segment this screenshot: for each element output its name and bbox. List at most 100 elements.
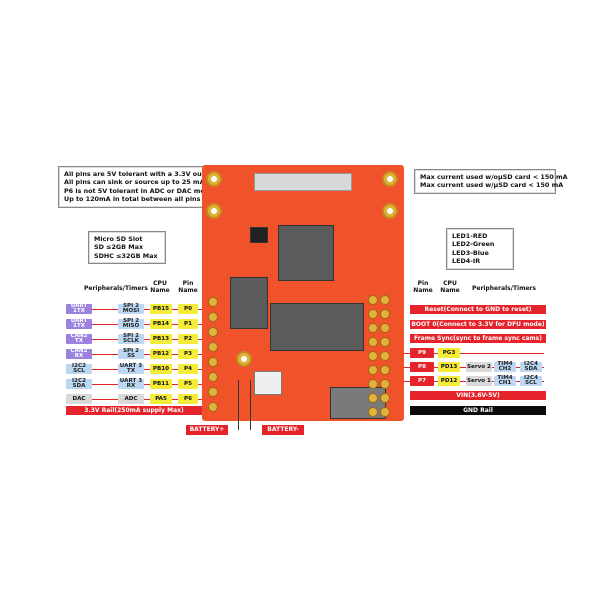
connector-line <box>92 324 202 325</box>
header-cpu-left: CPU Name <box>150 280 170 294</box>
header-pin <box>380 309 390 319</box>
header-pin <box>208 387 218 397</box>
rail-gnd: GND Rail <box>410 406 546 415</box>
note-line: Up to 120mA in total between all pins <box>64 195 201 204</box>
pin-name-tag: P8 <box>410 362 434 372</box>
mount-hole <box>206 203 222 219</box>
header-pin-right: Pin Name <box>413 280 433 294</box>
pin-name-tag: P0 <box>178 304 198 314</box>
header-pin <box>380 379 390 389</box>
rail-reset: Reset(Connect to GND to reset) <box>410 305 546 314</box>
peripheral-tag: SPI 2 MISO <box>118 318 144 329</box>
header-pin <box>208 297 218 307</box>
note-line: All pins can sink or source up to 25 mA <box>64 178 205 187</box>
note-line: Max current used w/μSD card < 150 mA <box>420 181 564 190</box>
pin-specs-note: All pins are 5V tolerant with a 3.3V out… <box>58 166 217 208</box>
header-pin <box>380 337 390 347</box>
header-pin <box>368 407 378 417</box>
connector-line <box>92 309 202 310</box>
note-line: Max current used w/oμSD card < 150 mA <box>420 173 568 181</box>
peripheral-tag: CAN2 RX <box>66 348 92 359</box>
header-pin <box>208 342 218 352</box>
header-peripherals-left: Peripherals/Timers <box>84 285 148 292</box>
peripheral-tag: CAN2 TX <box>66 333 92 344</box>
header-pin <box>368 351 378 361</box>
pin-name-tag: P4 <box>178 364 198 374</box>
header-pin <box>368 365 378 375</box>
header-cpu-right: CPU Name <box>440 280 460 294</box>
header-pin <box>368 295 378 305</box>
pin-name-tag: P3 <box>178 349 198 359</box>
cpu-name-tag: PG3 <box>438 348 460 358</box>
header-peripherals-right: Peripherals/Timers <box>472 285 536 292</box>
connector-line <box>92 399 202 400</box>
battery-plus-lead <box>238 380 239 430</box>
peripheral-tag: ADC <box>118 394 144 404</box>
header-pin <box>368 309 378 319</box>
peripheral-tag: UART 3 TX <box>118 363 144 374</box>
cpu-name-tag: PB14 <box>150 319 172 329</box>
header-pin <box>380 393 390 403</box>
pin-name-tag: P9 <box>410 348 434 358</box>
mount-hole <box>206 171 222 187</box>
connector-line <box>404 353 544 354</box>
peripheral-tag: TIM4 CH1 <box>494 375 516 386</box>
rail-boot0: BOOT 0(Connect to 3.3V for DFU mode) <box>410 320 546 329</box>
peripheral-tag: SPI 2 SCLK <box>118 333 144 344</box>
peripheral-tag: UART 1TX <box>66 303 92 314</box>
cpu-name-tag: PA5 <box>150 394 172 404</box>
cpu-name-tag: PB11 <box>150 379 172 389</box>
peripheral-tag: TIM4 CH2 <box>494 361 516 372</box>
pin-name-tag: P7 <box>410 376 434 386</box>
led-note: LED1-RED LED2-Green LED3-Blue LED4-IR <box>446 228 514 270</box>
usb-connector <box>330 387 386 419</box>
note-line: LED4-IR <box>452 257 481 266</box>
battery-minus-lead <box>250 380 251 430</box>
note-line: SD ≤2GB Max <box>94 243 144 252</box>
header-pin <box>380 365 390 375</box>
battery-minus-label: BATTERY- <box>262 425 304 435</box>
note-line: LED2-Green <box>452 240 495 249</box>
rail-3v3: 3.3V Rail(250mA supply Max) <box>66 406 202 415</box>
mount-hole <box>382 203 398 219</box>
connector-line <box>92 339 202 340</box>
header-pin <box>208 372 218 382</box>
peripheral-tag: I2C4 SDA <box>520 361 542 372</box>
cpu-name-tag: PB12 <box>150 349 172 359</box>
cpu-name-tag: PB10 <box>150 364 172 374</box>
mount-hole <box>236 351 252 367</box>
connector-line <box>92 354 202 355</box>
header-pin <box>380 351 390 361</box>
main-processor <box>278 225 334 281</box>
peripheral-tag: I2C2 SDA <box>66 378 92 389</box>
pin-name-tag: P1 <box>178 319 198 329</box>
header-pin <box>368 379 378 389</box>
peripheral-tag: Servo 2 <box>466 362 492 372</box>
note-line: LED1-RED <box>452 232 488 240</box>
header-pin <box>208 312 218 322</box>
header-pin <box>208 357 218 367</box>
header-pin <box>380 407 390 417</box>
peripheral-tag: UART 1TX <box>66 318 92 329</box>
sd-note: Micro SD Slot SD ≤2GB Max SDHC ≤32GB Max <box>88 231 166 265</box>
peripheral-tag: I2C2 SCL <box>66 363 92 374</box>
peripheral-tag: Servo 1 <box>466 376 492 386</box>
camera-connector <box>254 173 352 191</box>
header-pin <box>380 295 390 305</box>
mount-hole <box>382 171 398 187</box>
header-pin <box>368 337 378 347</box>
note-line: LED3-Blue <box>452 248 489 257</box>
cpu-name-tag: PB13 <box>150 334 172 344</box>
current-note: Max current used w/oμSD card < 150 mA Ma… <box>414 169 568 194</box>
peripheral-tag: SPI 2 MOSI <box>118 303 144 314</box>
peripheral-tag: SPI 2 SS <box>118 348 144 359</box>
note-line: All pins are 5V tolerant with a 3.3V out… <box>64 170 217 178</box>
pin-name-tag: P2 <box>178 334 198 344</box>
header-pin <box>208 327 218 337</box>
header-pin <box>208 402 218 412</box>
header-pin <box>368 393 378 403</box>
sd-card-slot <box>230 277 268 329</box>
sdram-chip <box>270 303 364 351</box>
camera-board <box>202 165 404 421</box>
battery-connector <box>254 371 282 395</box>
